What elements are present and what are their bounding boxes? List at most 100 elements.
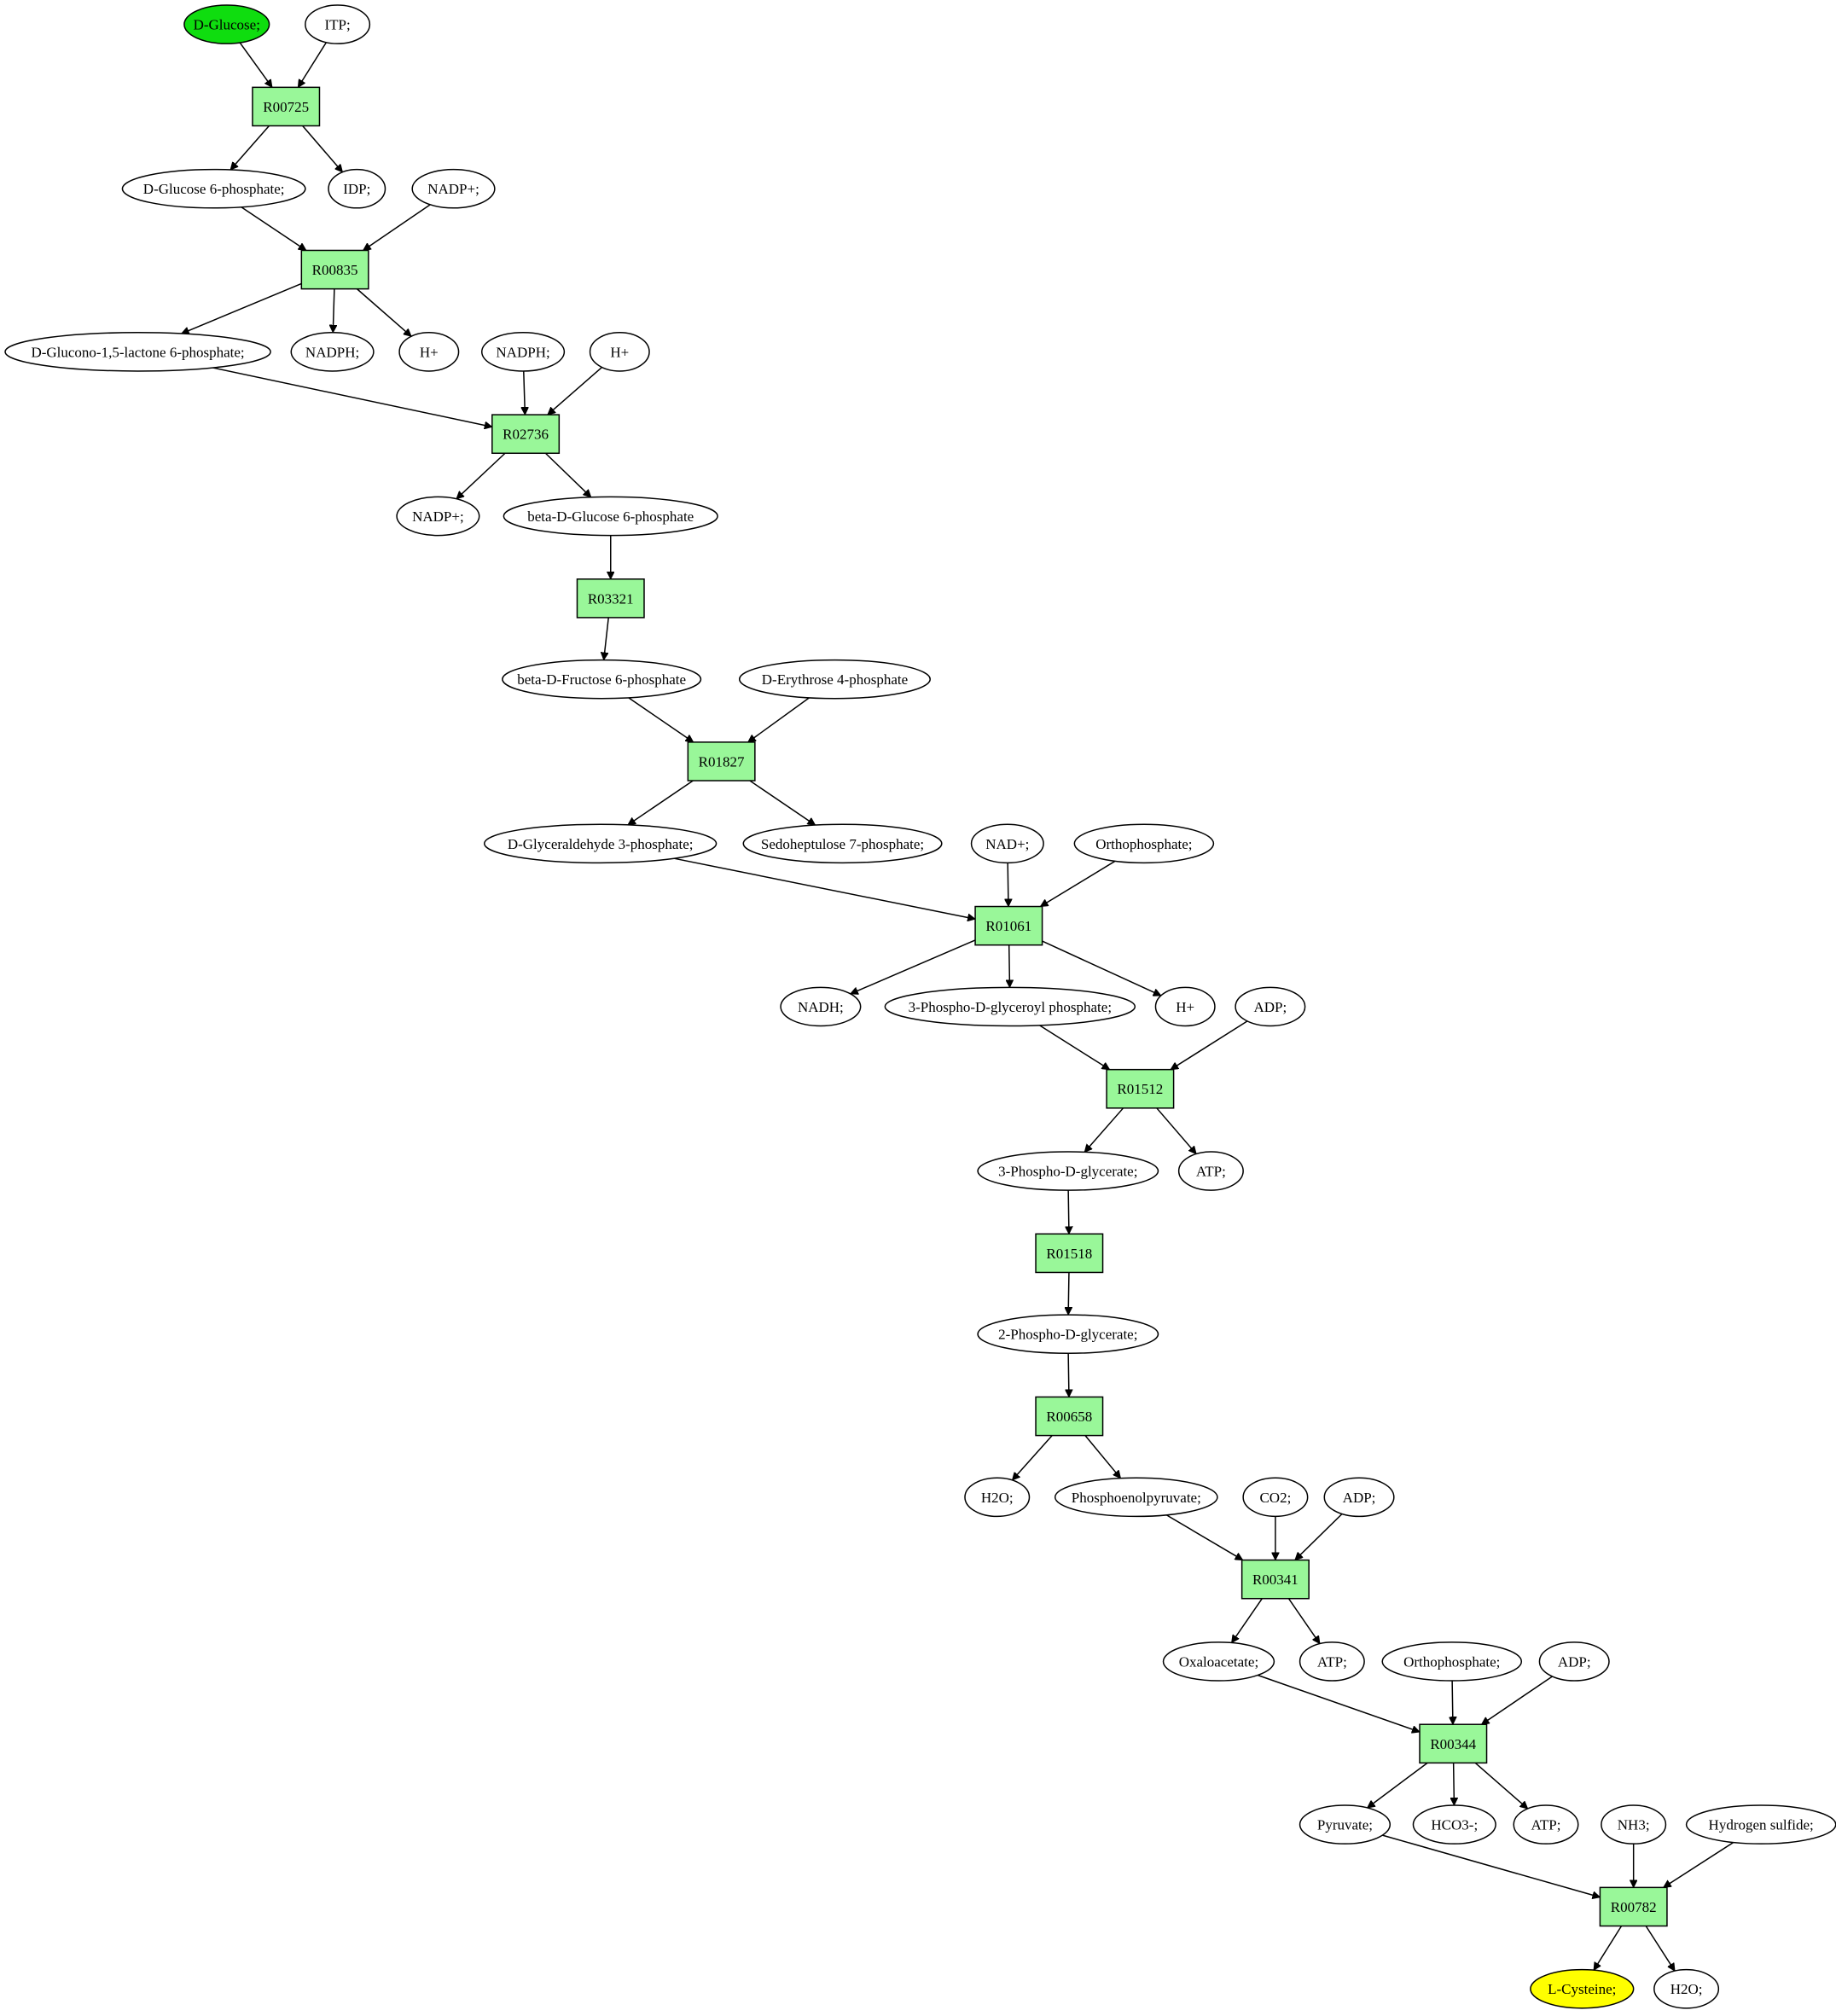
edge-R00782-to-c40 [1645, 1926, 1676, 1972]
compound-node[interactable]: 3-Phospho-D-glyceroyl phosphate; [884, 986, 1136, 1027]
reaction-node[interactable]: R00341 [1240, 1559, 1310, 1600]
compound-node[interactable]: beta-D-Fructose 6-phosphate [502, 659, 702, 700]
reaction-node[interactable]: R01512 [1106, 1068, 1175, 1109]
compound-node[interactable]: ATP; [1299, 1641, 1365, 1682]
compound-label: H+ [610, 344, 629, 360]
edge-c3-to-R00835 [241, 206, 306, 252]
reaction-node[interactable]: R01061 [974, 905, 1043, 946]
compound-node[interactable]: ITP; [305, 4, 371, 44]
compound-node[interactable]: ATP; [1177, 1151, 1244, 1191]
compound-node[interactable]: D-Erythrose 4-phosphate [738, 659, 931, 700]
compound-ellipse [1299, 1641, 1365, 1682]
compound-label: ADP; [1558, 1653, 1591, 1670]
edge-c20-to-R01512 [1039, 1025, 1110, 1071]
compound-label: 3-Phospho-D-glycerate; [998, 1164, 1137, 1180]
reaction-box [687, 741, 756, 781]
reaction-node[interactable]: R00782 [1599, 1886, 1668, 1927]
edge-R01518-to-c25 [1068, 1272, 1069, 1315]
reaction-label: R03321 [588, 590, 634, 607]
compound-ellipse [1381, 1641, 1523, 1682]
reaction-node[interactable]: R00344 [1419, 1723, 1488, 1764]
compound-node[interactable]: NADH; [780, 986, 862, 1027]
compound-node[interactable]: H+ [398, 332, 460, 372]
compound-node[interactable]: H+ [1154, 986, 1216, 1027]
compound-node[interactable]: ATP; [1513, 1804, 1579, 1845]
compound-ellipse [503, 496, 718, 537]
compound-node[interactable]: NADPH; [290, 332, 375, 372]
edge-R02736-to-c12 [544, 452, 590, 497]
reaction-node[interactable]: R03321 [576, 578, 645, 619]
compound-ellipse [1235, 986, 1306, 1027]
compound-node[interactable]: NAD+; [970, 823, 1044, 864]
compound-label: ATP; [1317, 1653, 1347, 1670]
compound-node[interactable]: ADP; [1235, 986, 1306, 1027]
compound-node[interactable]: ADP; [1538, 1641, 1610, 1682]
compound-node[interactable]: Orthophosphate; [1073, 823, 1215, 864]
compound-node[interactable]: H2O; [1653, 1968, 1720, 2009]
reaction-box [252, 86, 321, 127]
compound-node[interactable]: Orthophosphate; [1381, 1641, 1523, 1682]
compound-node[interactable]: Sedoheptulose 7-phosphate; [742, 823, 943, 864]
compound-node[interactable]: D-Glucono-1,5-lactone 6-phosphate; [4, 332, 271, 372]
edge-c2-to-R00725 [297, 42, 328, 88]
compound-label: H+ [1176, 999, 1194, 1015]
reaction-node[interactable]: R00658 [1035, 1396, 1104, 1437]
compound-node[interactable]: NADPH; [480, 332, 566, 372]
compound-node[interactable]: NADP+; [396, 496, 480, 537]
compound-ellipse [1538, 1641, 1610, 1682]
edge-R00725-to-c4 [302, 125, 343, 171]
compound-node[interactable]: CO2; [1242, 1477, 1309, 1518]
compound-node[interactable]: D-Glyceraldehyde 3-phosphate; [484, 823, 718, 864]
reaction-label: R00725 [263, 99, 309, 115]
reaction-node[interactable]: R01827 [687, 741, 756, 781]
compound-node[interactable]: 3-Phospho-D-glycerate; [977, 1151, 1159, 1191]
reaction-box [1035, 1233, 1104, 1274]
compound-ellipse [396, 496, 480, 537]
compound-ellipse [1601, 1804, 1667, 1845]
compound-node[interactable]: Pyruvate; [1299, 1804, 1392, 1845]
compound-node[interactable]: beta-D-Glucose 6-phosphate [503, 496, 718, 537]
compound-label: Orthophosphate; [1403, 1653, 1500, 1670]
edge-R01827-to-c15 [628, 780, 694, 826]
compound-label: D-Glucono-1,5-lactone 6-phosphate; [31, 344, 244, 360]
compound-label: ATP; [1531, 1817, 1561, 1833]
edge-R00658-to-c26 [1013, 1435, 1053, 1480]
compound-node[interactable]: 2-Phospho-D-glycerate; [977, 1314, 1159, 1355]
compound-node[interactable]: D-Glucose 6-phosphate; [121, 168, 306, 209]
compound-node[interactable]: Oxaloacetate; [1162, 1641, 1275, 1682]
compound-ellipse [977, 1314, 1159, 1355]
compound-node[interactable]: ADP; [1323, 1477, 1395, 1518]
compound-ellipse [411, 168, 496, 209]
compound-ellipse [1073, 823, 1215, 864]
edge-c9-to-R02736 [524, 370, 526, 415]
compound-node[interactable]: D-Glucose; [183, 4, 270, 44]
compound-ellipse [4, 332, 271, 372]
compound-label: D-Glucose 6-phosphate; [143, 181, 285, 197]
edges-layer [182, 42, 1734, 1972]
reaction-node[interactable]: R01518 [1035, 1233, 1104, 1274]
edge-c18-to-R01061 [1040, 860, 1116, 908]
compound-node[interactable]: HCO3-; [1412, 1804, 1496, 1845]
compound-ellipse [742, 823, 943, 864]
compound-node[interactable]: H2O; [964, 1477, 1031, 1518]
compound-node[interactable]: NH3; [1601, 1804, 1667, 1845]
compound-node[interactable]: Phosphoenolpyruvate; [1054, 1477, 1218, 1518]
compound-label: ADP; [1253, 999, 1287, 1015]
edge-c23-to-R01518 [1068, 1190, 1069, 1234]
compound-label: Oxaloacetate; [1179, 1653, 1258, 1670]
reaction-node[interactable]: R02736 [491, 414, 561, 455]
compound-node[interactable]: IDP; [328, 168, 386, 209]
compound-node[interactable]: NADP+; [411, 168, 496, 209]
compound-node[interactable]: Hydrogen sulfide; [1685, 1804, 1836, 1845]
edge-R01512-to-c23 [1084, 1107, 1124, 1153]
reaction-node[interactable]: R00725 [252, 86, 321, 127]
compound-ellipse [1177, 1151, 1244, 1191]
compound-label: NADP+; [412, 508, 464, 525]
compound-ellipse [589, 332, 650, 372]
edge-R01512-to-c24 [1156, 1107, 1196, 1154]
compound-node[interactable]: L-Cysteine; [1530, 1968, 1635, 2009]
compound-node[interactable]: H+ [589, 332, 650, 372]
reaction-node[interactable]: R00835 [300, 249, 369, 290]
compound-ellipse [977, 1151, 1159, 1191]
